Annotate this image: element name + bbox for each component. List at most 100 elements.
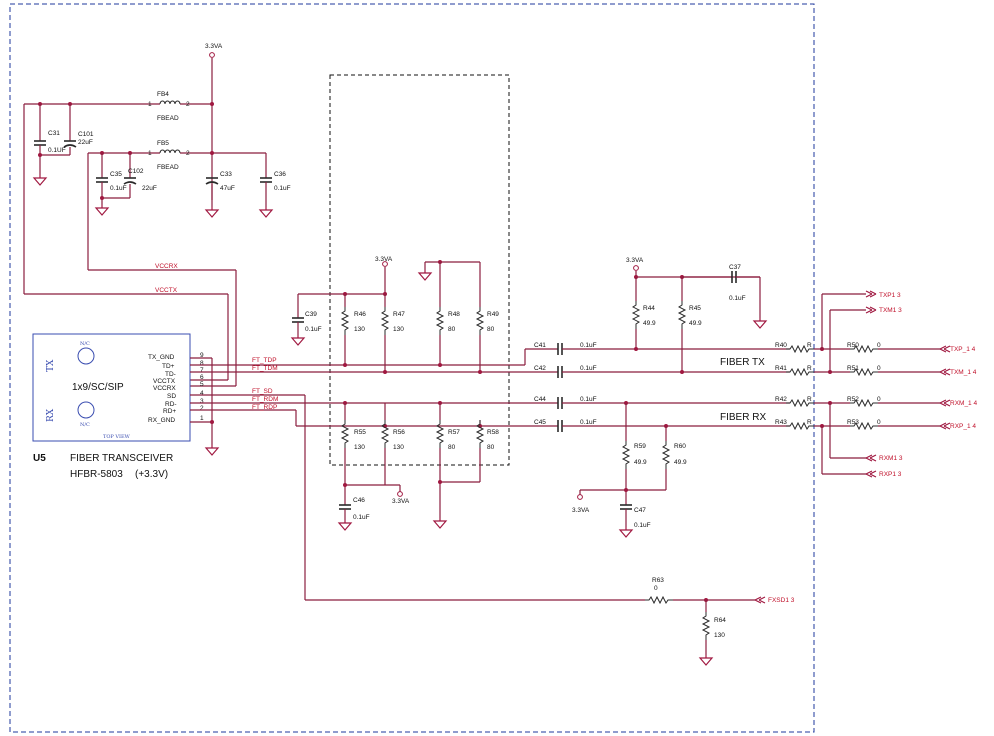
net-ft-tdm-label: FT_TDM — [252, 365, 278, 372]
power-label-rx-bias: 3.3VA — [572, 507, 590, 514]
port-rxp1-label: RXP1 3 — [879, 471, 902, 478]
net-ft-tdp-label: FT_TDP — [252, 357, 277, 364]
resistor-r56 — [381, 419, 389, 449]
pin-name-1: RX_GND — [148, 417, 175, 424]
r60-value: 49.9 — [674, 459, 687, 466]
ferrite-fb5-value: FBEAD — [157, 164, 179, 171]
r51-ref: R51 — [847, 365, 859, 372]
capacitor-c46 — [338, 504, 352, 510]
c37-value: 0.1uF — [729, 295, 746, 302]
pin-name-7: TD- — [165, 371, 176, 378]
port-rxm1-arrow — [865, 454, 877, 462]
ferrite-fb4 — [159, 100, 181, 105]
c102-value: 22uF — [142, 185, 157, 192]
power-label-tx-term: 3.3VA — [375, 256, 393, 263]
c36-ref: C36 — [274, 171, 286, 178]
capacitor-c101 — [63, 140, 77, 148]
r53-value: 0 — [877, 419, 881, 426]
port-txp1-arrow — [865, 290, 877, 298]
c36-value: 0.1uF — [274, 185, 291, 192]
r44-ref: R44 — [643, 305, 655, 312]
r55-value: 130 — [354, 444, 365, 451]
c39-ref: C39 — [305, 311, 317, 318]
c45-value: 0.1uF — [580, 419, 597, 426]
resistor-r44 — [632, 300, 640, 330]
resistor-r63 — [644, 596, 674, 604]
ground-symbol — [699, 654, 713, 666]
r50-value: 0 — [877, 342, 881, 349]
power-filter: 3.3VA FB4 FBEAD 1 2 C31 0.1UF C101 22uF … — [23, 43, 291, 387]
c45-ref: C45 — [534, 419, 546, 426]
c33-ref: C33 — [220, 171, 232, 178]
r59-ref: R59 — [634, 443, 646, 450]
c33-value: 47uF — [220, 185, 235, 192]
r43-value: R — [807, 419, 812, 426]
pin-name-3: RD- — [165, 401, 177, 408]
r56-ref: R56 — [393, 429, 405, 436]
r47-ref: R47 — [393, 311, 405, 318]
r44-value: 49.9 — [643, 320, 656, 327]
pin-num-9: 9 — [200, 352, 204, 359]
pin-num-4: 4 — [200, 390, 204, 397]
resistor-r48 — [436, 306, 444, 336]
c42-value: 0.1uF — [580, 365, 597, 372]
net-ft-rdp-label: FT_RDP — [252, 404, 277, 411]
top-view-label: TOP VIEW — [103, 434, 131, 440]
ferrite-fb5 — [159, 149, 181, 154]
resistor-r60 — [662, 440, 670, 470]
ground-symbol — [95, 204, 109, 216]
r40-ref: R40 — [775, 342, 787, 349]
port-txm1-arrow — [865, 306, 877, 314]
resistor-r58 — [476, 419, 484, 449]
port-txm-1-label: TXM_1 4 — [950, 369, 977, 376]
r50-ref: R50 — [847, 342, 859, 349]
rx-termination: R55 130 R56 130 3.3VA C46 0.1uF R57 80 — [338, 401, 499, 531]
pin-name-9: TX_GND — [148, 354, 175, 361]
transceiver-part: HFBR-5803 — [70, 469, 123, 480]
capacitor-c102 — [123, 177, 137, 185]
resistor-r57 — [436, 419, 444, 449]
port-fxsd1-arrow — [754, 596, 766, 604]
capacitor-c45 — [557, 419, 563, 433]
output-ports: FIBER TX FIBER RX R40 R R50 0 TXP_1 4 R4… — [644, 290, 977, 666]
tx-nc-label: N/C — [80, 341, 90, 347]
transceiver-voltage: (+3.3V) — [135, 469, 168, 480]
capacitor-c41 — [557, 342, 563, 356]
r52-ref: R52 — [847, 396, 859, 403]
c102-ref: C102 — [128, 168, 144, 175]
resistor-r59 — [622, 440, 630, 470]
resistor-r49 — [476, 306, 484, 336]
r47-value: 130 — [393, 326, 404, 333]
fiber-tx-label: FIBER TX — [720, 357, 765, 368]
c42-ref: C42 — [534, 365, 546, 372]
ferrite-fb5-pin1: 1 — [148, 150, 152, 157]
pin-num-3: 3 — [200, 398, 204, 405]
c35-ref: C35 — [110, 171, 122, 178]
rx-nc-label: N/C — [80, 422, 90, 428]
pin-num-2: 2 — [200, 405, 204, 412]
ferrite-fb4-value: FBEAD — [157, 115, 179, 122]
port-rxp-1-arrow — [939, 422, 951, 430]
power-symbol-top — [209, 52, 215, 58]
r45-value: 49.9 — [689, 320, 702, 327]
capacitor-c44 — [557, 396, 563, 410]
r46-ref: R46 — [354, 311, 366, 318]
resistor-r47 — [381, 306, 389, 336]
ferrite-fb4-ref: FB4 — [157, 91, 169, 98]
capacitor-c35 — [95, 177, 109, 183]
r64-ref: R64 — [714, 617, 726, 624]
pin-num-7: 7 — [200, 367, 204, 374]
pin-name-4: SD — [167, 393, 176, 400]
capacitor-c42 — [557, 365, 563, 379]
ground-symbol — [433, 517, 447, 529]
power-symbol-rx-term — [397, 491, 403, 497]
port-txm1-label: TXM1 3 — [879, 307, 902, 314]
r59-value: 49.9 — [634, 459, 647, 466]
resistor-r46 — [341, 306, 349, 336]
c46-ref: C46 — [353, 497, 365, 504]
ferrite-fb5-pin2: 2 — [186, 150, 190, 157]
r53-ref: R53 — [847, 419, 859, 426]
r58-ref: R58 — [487, 429, 499, 436]
ac-coupling: C41 0.1uF C42 0.1uF 3.3VA R44 49.9 R45 4… — [534, 257, 790, 538]
net-vccrx-label: VCCRX — [155, 263, 178, 270]
